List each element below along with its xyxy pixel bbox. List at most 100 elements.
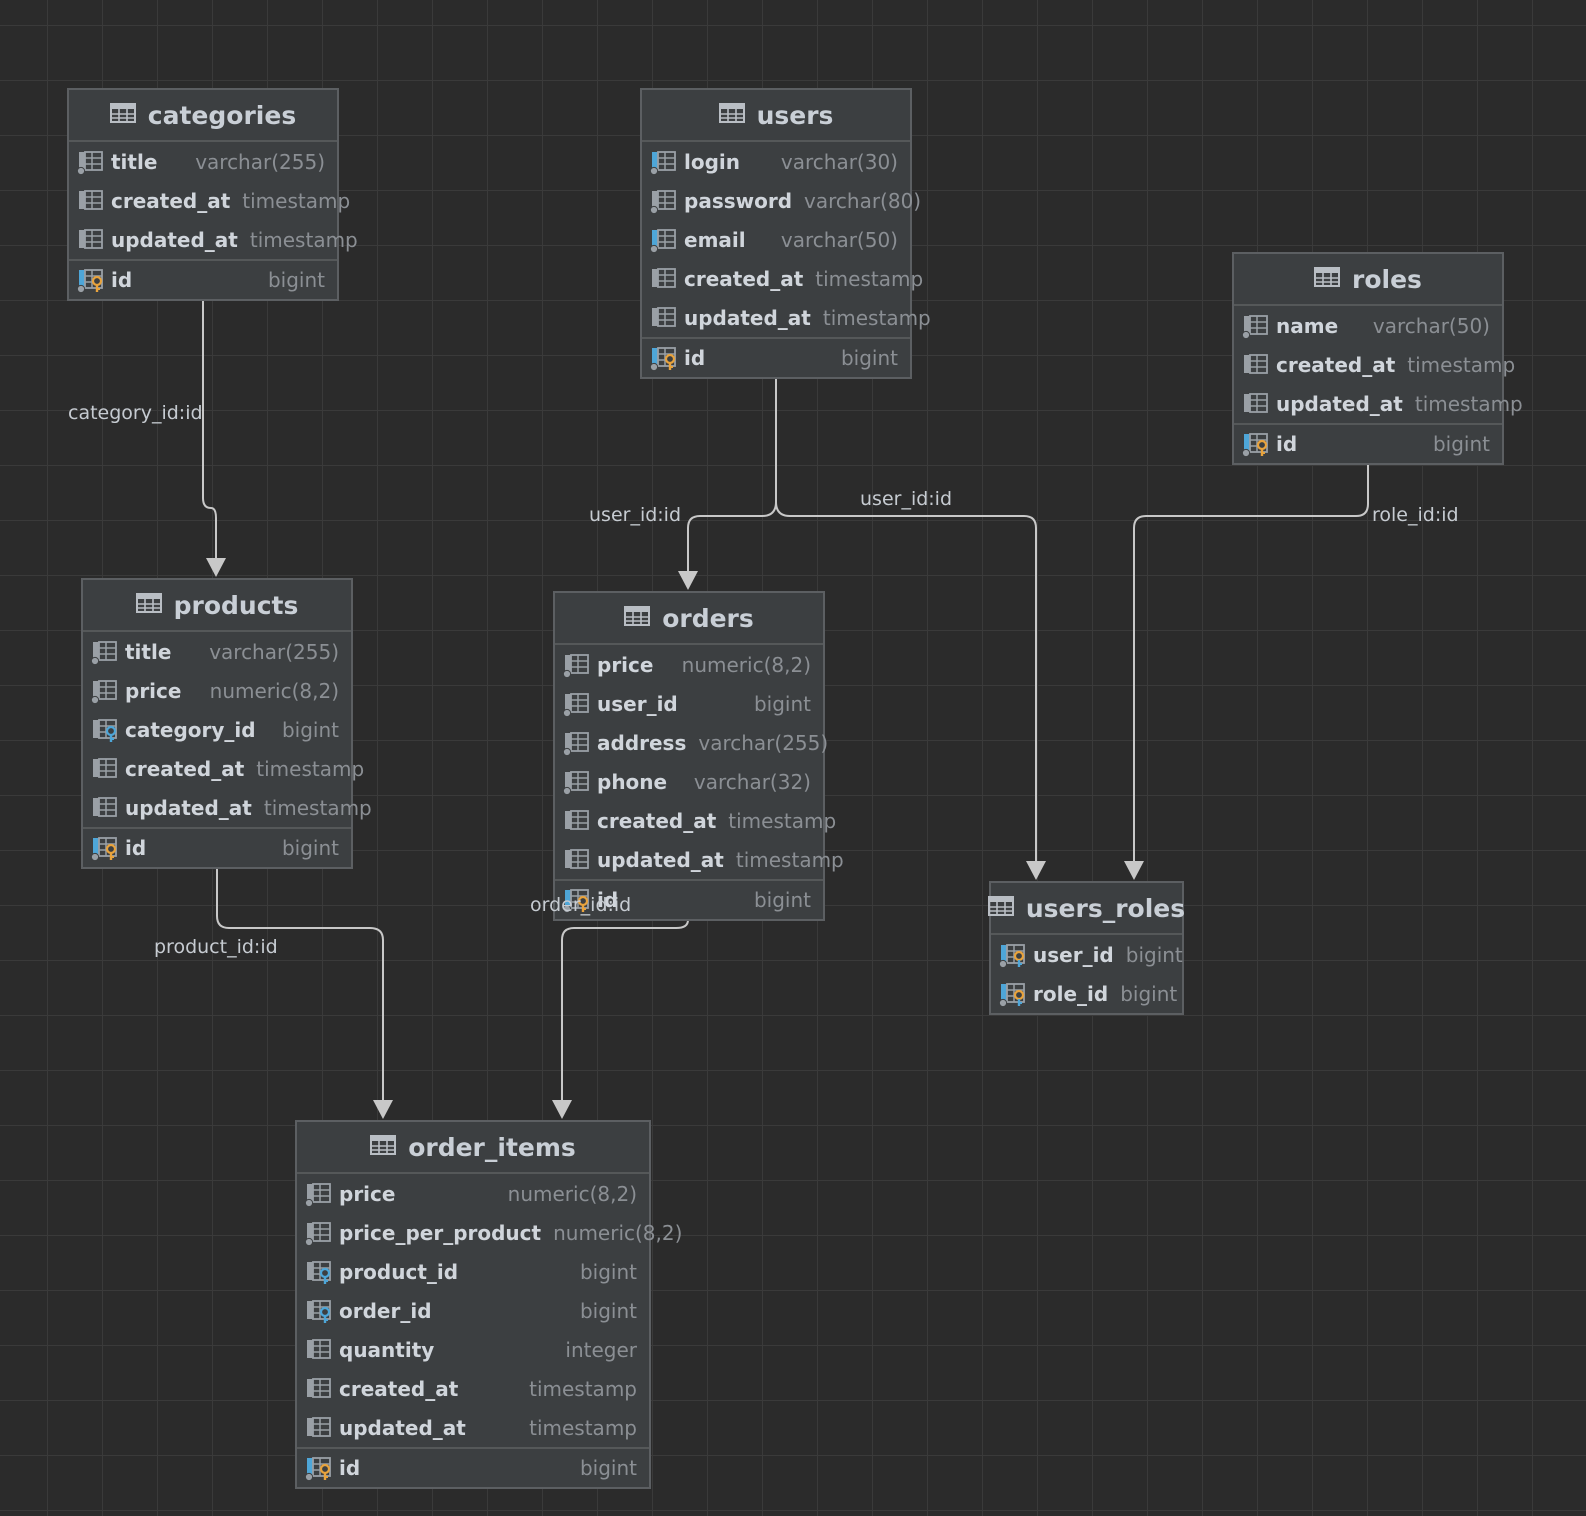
column-name: order_id bbox=[339, 1298, 432, 1323]
column-notnull-icon bbox=[90, 639, 119, 665]
column-name: created_at bbox=[684, 266, 804, 291]
relation-line-role[interactable] bbox=[1133, 462, 1369, 862]
column-type: varchar(80) bbox=[804, 188, 922, 213]
column-notnull-icon bbox=[76, 149, 105, 175]
column-type: varchar(32) bbox=[693, 769, 811, 794]
table-header[interactable]: roles bbox=[1234, 254, 1502, 306]
table-icon bbox=[987, 895, 1014, 921]
column-icon bbox=[77, 188, 105, 214]
relation-line-order[interactable] bbox=[561, 914, 689, 1102]
column-type: varchar(255) bbox=[209, 639, 339, 664]
column-icon bbox=[91, 795, 119, 821]
column-name: updated_at bbox=[684, 305, 811, 330]
column-row[interactable]: product_id bigint bbox=[297, 1252, 649, 1291]
table-header[interactable]: categories bbox=[69, 90, 337, 142]
relation-line-user-users-roles[interactable] bbox=[775, 374, 1037, 862]
column-type: numeric(8,2) bbox=[681, 652, 811, 677]
column-type: integer bbox=[565, 1337, 637, 1362]
table-icon bbox=[370, 1134, 397, 1160]
column-name: product_id bbox=[339, 1259, 459, 1284]
column-type: timestamp bbox=[242, 188, 351, 213]
column-unique-icon bbox=[649, 227, 678, 253]
column-type: timestamp bbox=[815, 266, 924, 291]
arrowhead-icon bbox=[678, 571, 698, 590]
table-header[interactable]: users bbox=[642, 90, 910, 142]
column-name: created_at bbox=[597, 808, 717, 833]
column-name: updated_at bbox=[125, 795, 252, 820]
column-type: bigint bbox=[579, 1259, 637, 1284]
relation-line-user-orders[interactable] bbox=[687, 374, 777, 572]
column-row[interactable]: password varchar(80) bbox=[642, 181, 921, 220]
table-header[interactable]: users_roles bbox=[987, 883, 1185, 935]
column-notnull-icon bbox=[562, 730, 591, 756]
table-header[interactable]: order_items bbox=[297, 1122, 649, 1174]
table-header[interactable]: orders bbox=[555, 593, 823, 645]
column-type: varchar(255) bbox=[195, 149, 325, 174]
column-name: password bbox=[684, 188, 793, 213]
column-row[interactable]: created_at timestamp bbox=[642, 259, 923, 298]
column-name: id bbox=[125, 836, 147, 860]
column-name: name bbox=[1276, 313, 1339, 338]
column-name: user_id bbox=[597, 691, 678, 716]
primary-key-icon bbox=[90, 835, 119, 862]
column-notnull-icon bbox=[304, 1181, 333, 1207]
arrowhead-icon bbox=[206, 558, 226, 577]
relation-line-category[interactable] bbox=[202, 298, 217, 560]
column-name: price_per_product bbox=[339, 1220, 542, 1245]
column-name: updated_at bbox=[111, 227, 238, 252]
column-icon bbox=[1242, 352, 1270, 378]
table-header[interactable]: products bbox=[83, 580, 351, 632]
relation-line-product[interactable] bbox=[216, 864, 384, 1102]
column-icon bbox=[91, 756, 119, 782]
primary-key-icon bbox=[649, 345, 678, 372]
arrowhead-icon bbox=[1026, 861, 1046, 880]
column-type: bigint bbox=[1125, 942, 1183, 967]
relation-label: user_id:id bbox=[860, 488, 953, 510]
column-icon bbox=[563, 808, 591, 834]
column-notnull-icon bbox=[90, 678, 119, 704]
column-name: category_id bbox=[125, 717, 256, 742]
